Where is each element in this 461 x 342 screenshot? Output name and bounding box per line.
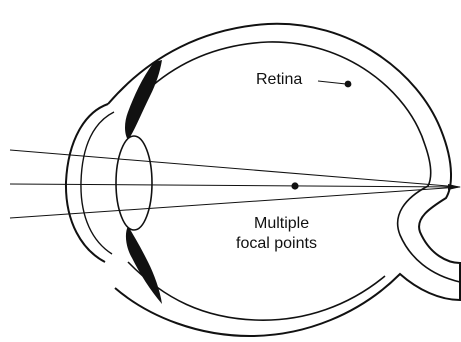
focal-point-dot: [291, 182, 299, 190]
retina-pointer-dot: [344, 80, 352, 88]
cornea-inner: [80, 111, 115, 255]
sclera-outer: [107, 22, 461, 338]
focal-points-label-line1: Multiple: [254, 215, 309, 232]
ligament-upper: [127, 87, 153, 139]
retina-leader-line: [317, 80, 347, 85]
light-ray-middle: [9, 183, 461, 188]
focal-points-label-line2: focal points: [236, 235, 317, 252]
focal-point-arrowhead: [448, 184, 461, 190]
retina-line: [127, 41, 461, 321]
iris-lower: [125, 226, 162, 304]
light-ray-bottom: [9, 186, 461, 219]
cornea: [64, 103, 109, 263]
lens: [115, 135, 153, 231]
ligament-lower: [127, 229, 151, 279]
light-ray-top: [9, 149, 461, 188]
retina-label: Retina: [256, 71, 302, 88]
